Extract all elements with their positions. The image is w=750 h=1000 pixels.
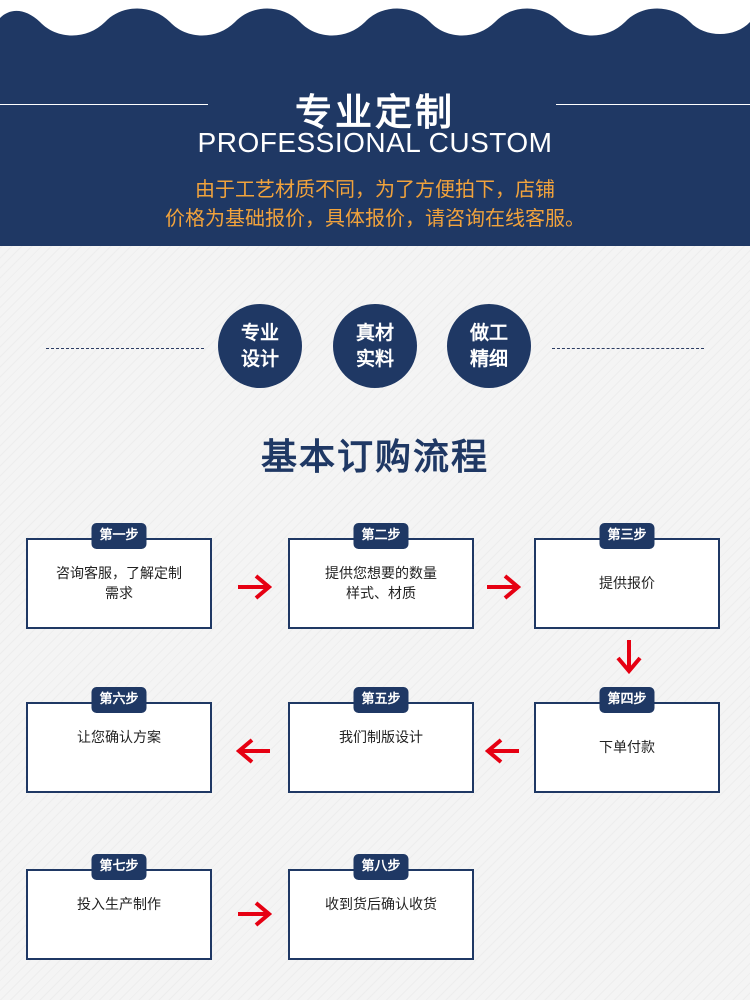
features-divider-right xyxy=(552,348,704,349)
step-badge: 第一步 xyxy=(91,523,147,549)
feature-line: 专业 xyxy=(240,322,279,344)
step-badge: 第八步 xyxy=(353,854,409,880)
arrow-left-icon xyxy=(236,738,270,764)
step-8: 第八步 收到货后确认收货 xyxy=(288,854,474,960)
step-text: 投入生产制作 xyxy=(36,871,202,958)
step-badge: 第二步 xyxy=(353,523,409,549)
step-3: 第三步 提供报价 xyxy=(534,523,720,629)
feature-line: 精细 xyxy=(469,348,508,370)
step-text-line: 提供您想要的数量 xyxy=(325,565,437,582)
step-text-line: 让您确认方案 xyxy=(77,730,161,746)
page-title: 专业定制 xyxy=(295,91,455,134)
feature-line: 做工 xyxy=(469,322,508,344)
page-subtitle: PROFESSIONAL CUSTOM xyxy=(197,127,553,158)
feature-genuine-material: 真材 实料 xyxy=(333,304,417,388)
step-text: 咨询客服，了解定制 需求 xyxy=(36,540,202,627)
price-note-line2: 价格为基础报价，具体报价，请咨询在线客服。 xyxy=(165,206,585,230)
step-text-line: 提供报价 xyxy=(599,575,655,592)
step-badge: 第六步 xyxy=(91,687,147,713)
step-text: 提供您想要的数量 样式、材质 xyxy=(298,540,464,627)
arrow-down-icon xyxy=(616,640,642,674)
step-text-line: 下单付款 xyxy=(599,739,655,756)
arrow-right-icon xyxy=(238,574,272,600)
feature-professional-design: 专业 设计 xyxy=(218,304,302,388)
price-note-line1: 由于工艺材质不同，为了方便拍下，店铺 xyxy=(195,177,555,201)
step-badge: 第三步 xyxy=(599,523,655,549)
feature-line: 真材 xyxy=(355,322,394,344)
step-text: 收到货后确认收货 xyxy=(298,871,464,958)
step-text-line: 投入生产制作 xyxy=(77,897,161,913)
step-text-line: 我们制版设计 xyxy=(339,730,423,746)
title-rule-left xyxy=(0,104,208,105)
step-6: 第六步 让您确认方案 xyxy=(26,687,212,793)
step-badge: 第四步 xyxy=(599,687,655,713)
step-1: 第一步 咨询客服，了解定制 需求 xyxy=(26,523,212,629)
process-title: 基本订购流程 xyxy=(260,437,489,478)
arrow-right-icon xyxy=(238,901,272,927)
wave-decoration xyxy=(0,0,750,36)
header-banner: 专业定制 PROFESSIONAL CUSTOM 由于工艺材质不同，为了方便拍下… xyxy=(0,0,750,246)
step-4: 第四步 下单付款 xyxy=(534,687,720,793)
feature-fine-workmanship: 做工 精细 xyxy=(447,304,531,388)
step-2: 第二步 提供您想要的数量 样式、材质 xyxy=(288,523,474,629)
feature-line: 设计 xyxy=(240,348,279,370)
step-text: 下单付款 xyxy=(544,704,710,791)
step-badge: 第五步 xyxy=(353,687,409,713)
step-text-line: 收到货后确认收货 xyxy=(325,897,437,913)
arrow-left-icon xyxy=(485,738,519,764)
features-divider-left xyxy=(46,348,204,349)
step-badge: 第七步 xyxy=(91,854,147,880)
step-text-line: 样式、材质 xyxy=(346,585,416,602)
step-text: 提供报价 xyxy=(544,540,710,627)
arrow-right-icon xyxy=(487,574,521,600)
step-text: 让您确认方案 xyxy=(36,704,202,791)
step-7: 第七步 投入生产制作 xyxy=(26,854,212,960)
step-text-line: 需求 xyxy=(105,585,133,602)
title-rule-right xyxy=(556,104,750,105)
feature-line: 实料 xyxy=(355,348,394,370)
step-5: 第五步 我们制版设计 xyxy=(288,687,474,793)
step-text-line: 咨询客服，了解定制 xyxy=(56,565,182,582)
step-text: 我们制版设计 xyxy=(298,704,464,791)
